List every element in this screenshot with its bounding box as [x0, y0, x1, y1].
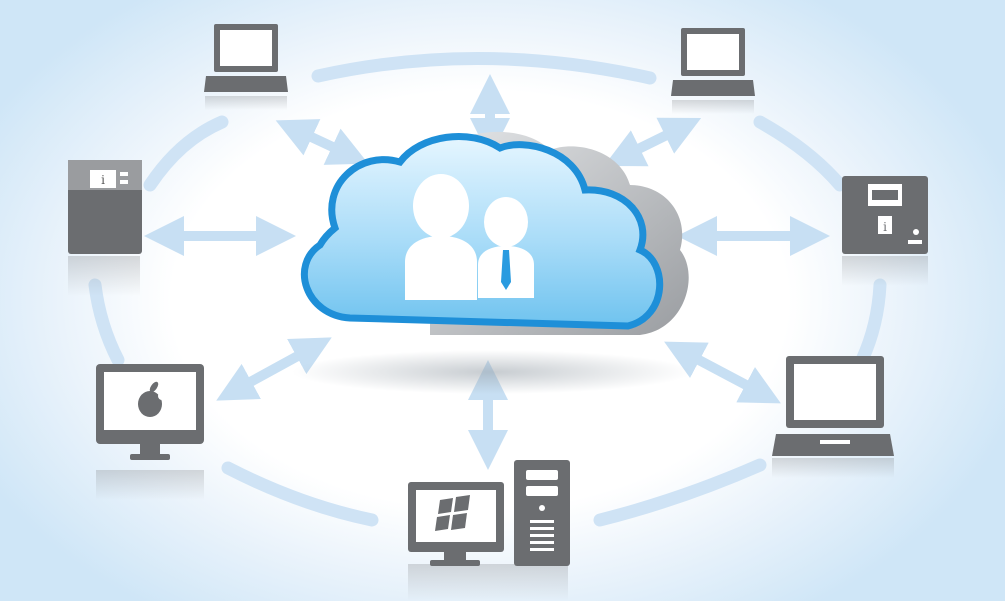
sync-arrows: [144, 74, 830, 470]
laptop-icon: [772, 356, 894, 456]
arrow-top-right: [603, 117, 702, 167]
nas-storage-icon: i: [68, 160, 142, 254]
ring-segment-bottom-left: [221, 461, 379, 527]
ring-segment-top-right: [753, 115, 847, 192]
arrow-bottom-right: [664, 341, 781, 404]
cloud-front: [300, 133, 664, 330]
apple-imac-icon: [96, 364, 204, 460]
cloud-shadow: [292, 350, 692, 394]
arrow-top-left: [275, 119, 369, 165]
device-reflections: [68, 96, 928, 601]
laptop-icon: [671, 28, 755, 96]
ring-segment-top-left: [143, 115, 229, 192]
user-group-icon: [405, 174, 534, 300]
windows-logo-icon: [435, 495, 470, 531]
ring-segment-bottom-right: [593, 458, 767, 527]
svg-text:i: i: [101, 173, 105, 187]
cloud-hub: [292, 131, 692, 394]
ring-segment-top: [311, 51, 657, 85]
arrow-bottom-left: [216, 337, 332, 401]
ring-segment-left: [88, 278, 125, 367]
svg-text:i: i: [883, 220, 887, 234]
nas-storage-icon: i: [842, 176, 928, 254]
windows-desktop-icon: [408, 460, 570, 566]
apple-logo-icon: [138, 381, 166, 417]
ring-segment-right: [855, 278, 887, 367]
laptop-icon: [204, 24, 288, 92]
